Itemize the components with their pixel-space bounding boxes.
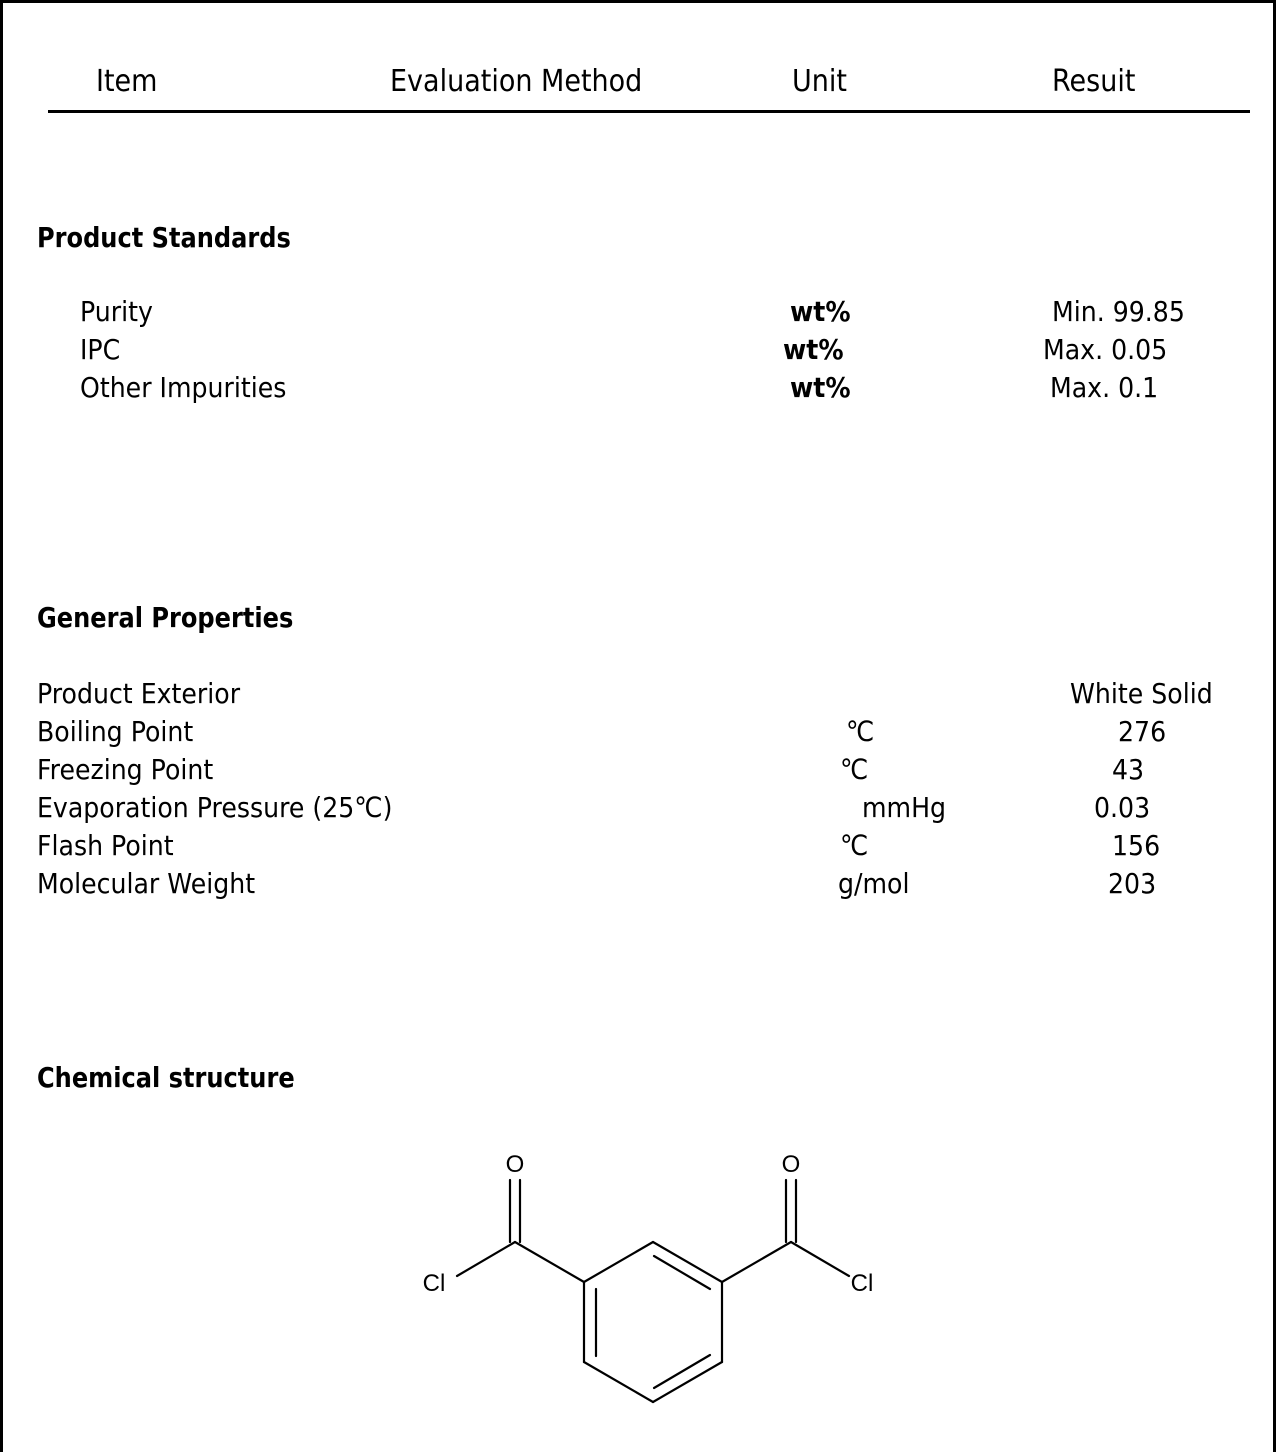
section-title-chemical-structure: Chemical structure <box>37 1061 295 1094</box>
oxygen-left-label: O <box>506 1151 525 1178</box>
header-rule <box>48 110 1250 113</box>
row-unit-ipc: wt% <box>783 333 844 366</box>
row-result-ipc: Max. 0.05 <box>1043 333 1168 366</box>
row-name-ipc: IPC <box>80 333 121 366</box>
row-unit-evaporation-pressure: mmHg <box>862 791 947 824</box>
row-result-evaporation-pressure: 0.03 <box>1094 791 1151 824</box>
row-name-boiling-point: Boiling Point <box>37 715 194 748</box>
row-name-purity: Purity <box>80 295 153 328</box>
chlorine-right-label: Cl <box>851 1270 874 1297</box>
header-unit: Unit <box>792 64 847 99</box>
row-unit-flash-point: ℃ <box>840 829 869 862</box>
row-unit-boiling-point: ℃ <box>846 715 875 748</box>
row-unit-other-impurities: wt% <box>790 371 851 404</box>
row-result-boiling-point: 276 <box>1118 715 1167 748</box>
oxygen-right-label: O <box>782 1151 801 1178</box>
row-result-product-exterior: White Solid <box>1070 677 1213 710</box>
benzene-ring <box>582 1240 724 1404</box>
row-name-flash-point: Flash Point <box>37 829 174 862</box>
chlorine-left-label: Cl <box>423 1270 446 1297</box>
acyl-chloride-right <box>720 1178 851 1284</box>
header-evaluation-method: Evaluation Method <box>390 64 643 99</box>
row-name-other-impurities: Other Impurities <box>80 371 287 404</box>
row-unit-freezing-point: ℃ <box>840 753 869 786</box>
row-name-molecular-weight: Molecular Weight <box>37 867 256 900</box>
section-title-product-standards: Product Standards <box>37 221 291 254</box>
row-unit-molecular-weight: g/mol <box>838 867 910 900</box>
row-unit-purity: wt% <box>790 295 851 328</box>
row-result-flash-point: 156 <box>1112 829 1161 862</box>
row-name-product-exterior: Product Exterior <box>37 677 241 710</box>
header-item: Item <box>96 64 158 99</box>
row-result-molecular-weight: 203 <box>1108 867 1157 900</box>
row-result-purity: Min. 99.85 <box>1052 295 1185 328</box>
row-result-freezing-point: 43 <box>1112 753 1145 786</box>
acyl-chloride-left <box>455 1178 586 1284</box>
section-title-general-properties: General Properties <box>37 601 294 634</box>
header-result: Resuit <box>1052 64 1136 99</box>
row-name-evaporation-pressure: Evaporation Pressure (25℃) <box>37 791 393 824</box>
row-result-other-impurities: Max. 0.1 <box>1050 371 1159 404</box>
row-name-freezing-point: Freezing Point <box>37 753 214 786</box>
